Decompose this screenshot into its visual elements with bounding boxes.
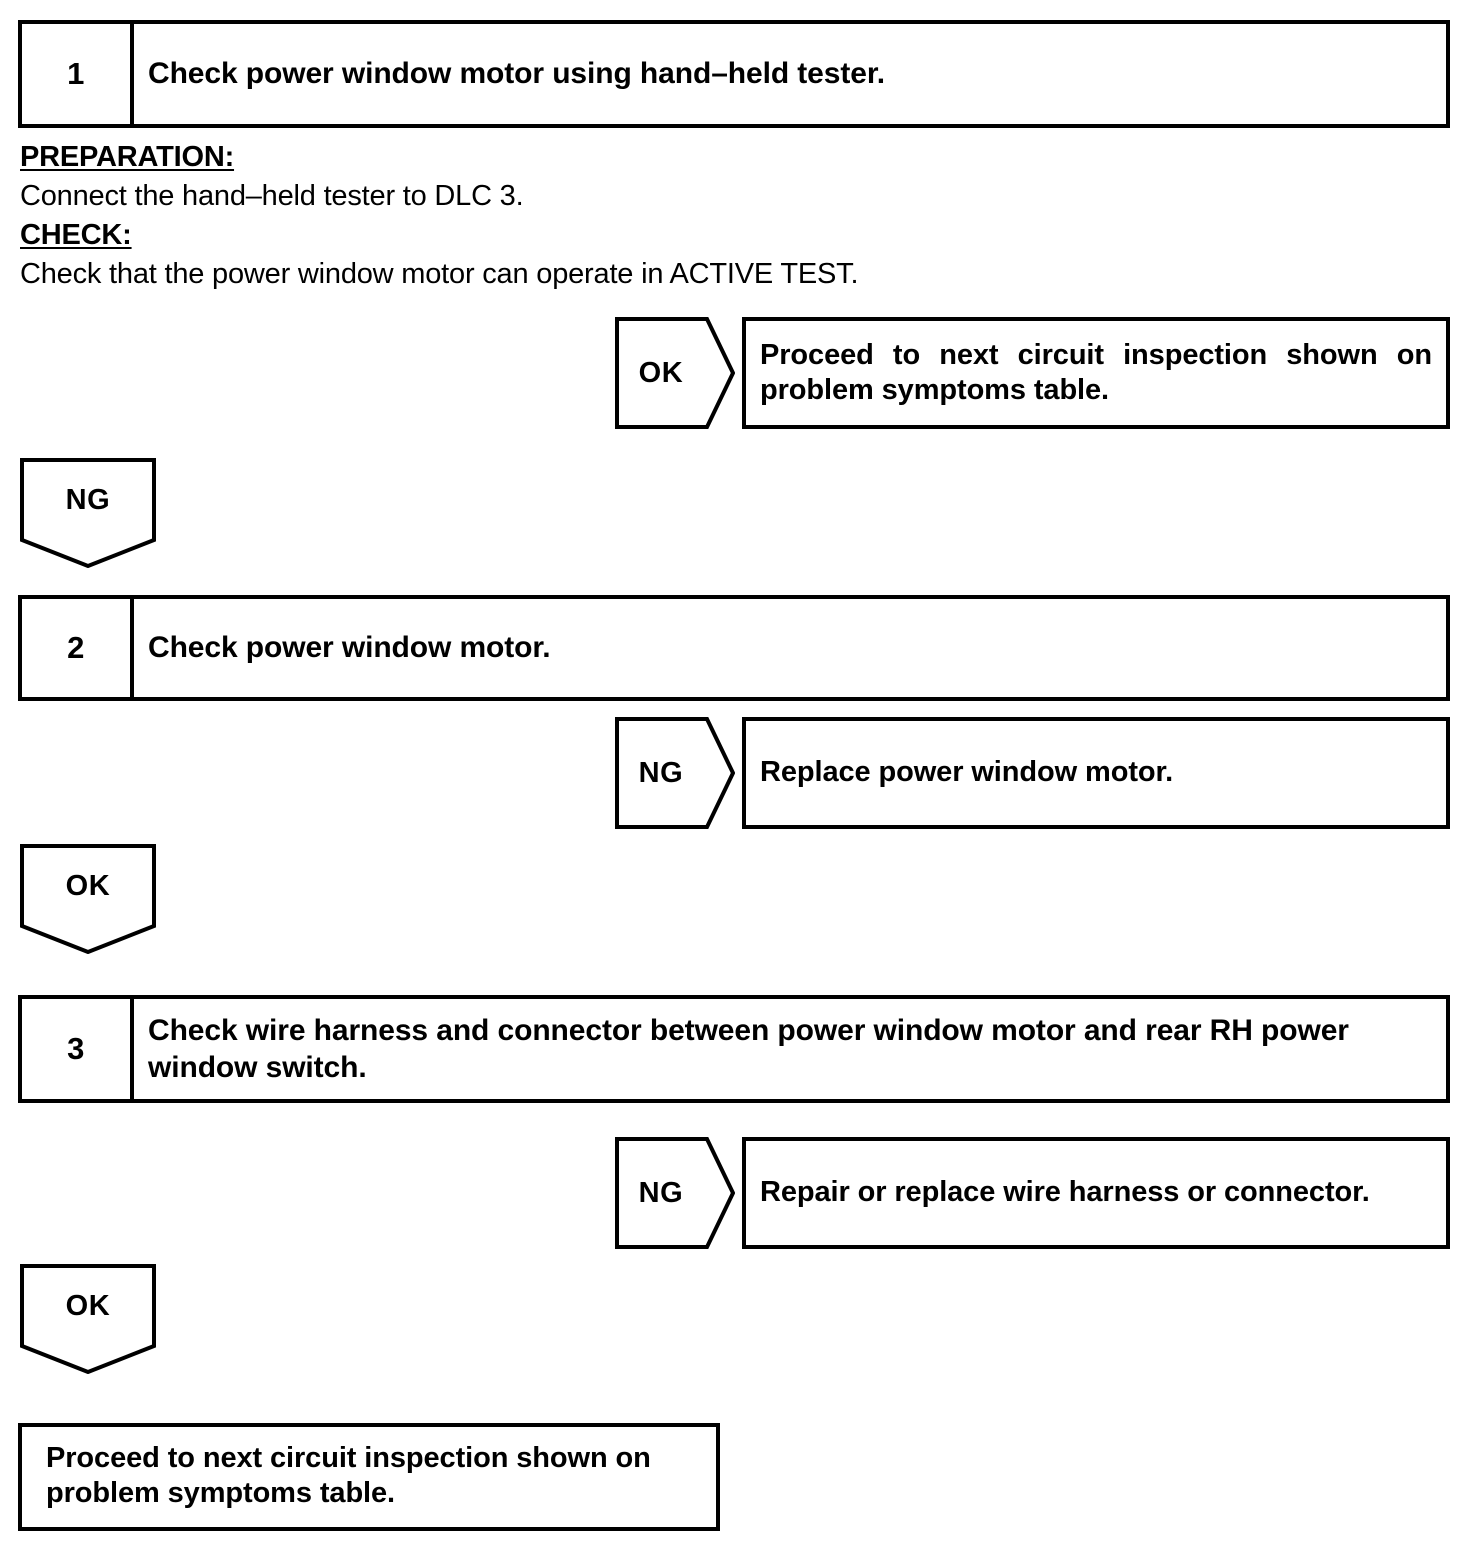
flow-arrow-ok-2: OK (20, 844, 156, 954)
judgement-result-box-1: Proceed to next circuit inspection shown… (742, 317, 1450, 429)
judgement-result-box-2: Replace power window motor. (742, 717, 1450, 829)
judgement-result-box-3: Repair or replace wire harness or connec… (742, 1137, 1450, 1249)
step-number-3: 3 (22, 999, 134, 1099)
step-number-1: 1 (22, 24, 134, 124)
flow-arrow-label-ng-1: NG (65, 483, 111, 516)
preparation-body: Connect the hand–held tester to DLC 3. (20, 179, 524, 212)
step-box-1: 1 Check power window motor using hand–he… (18, 20, 1450, 128)
step-box-2: 2 Check power window motor. (18, 595, 1450, 701)
judgement-result-text-3: Repair or replace wire harness or connec… (760, 1176, 1370, 1209)
check-body: Check that the power window motor can op… (20, 257, 859, 290)
preparation-heading: PREPARATION: (20, 141, 235, 173)
judgement-label-ng-3: NG (638, 1176, 684, 1209)
terminal-result-box: Proceed to next circuit inspection shown… (18, 1423, 720, 1531)
flow-arrow-ok-3: OK (20, 1264, 156, 1374)
flow-arrow-ng-1: NG (20, 458, 156, 568)
flow-arrow-label-ok-2: OK (65, 869, 111, 902)
judgement-label-ng-2: NG (638, 756, 684, 789)
step-instruction-2: Check power window motor. (148, 631, 551, 665)
judgement-arrow-ng-3: NG (615, 1137, 735, 1249)
judgement-arrow-ng-2: NG (615, 717, 735, 829)
judgement-row-3: NG Repair or replace wire harness or con… (0, 1137, 1472, 1249)
judgement-row-2: NG Replace power window motor. (0, 717, 1472, 829)
step-instruction-3: Check wire harness and connector between… (148, 1013, 1349, 1084)
judgement-result-text-1: Proceed to next circuit inspection shown… (760, 338, 1432, 406)
judgement-arrow-ok-1: OK (615, 317, 735, 429)
check-heading: CHECK: (20, 218, 132, 251)
preparation-check-block: PREPARATION: Connect the hand–held teste… (20, 138, 1220, 293)
flow-arrow-label-ok-3: OK (65, 1289, 111, 1322)
judgement-label-ok-1: OK (638, 356, 684, 389)
step-box-3: 3 Check wire harness and connector betwe… (18, 995, 1450, 1103)
terminal-result-text: Proceed to next circuit inspection shown… (46, 1442, 651, 1510)
step-instruction-1: Check power window motor using hand–held… (148, 57, 885, 91)
step-number-2: 2 (22, 599, 134, 697)
judgement-row-1: OK Proceed to next circuit inspection sh… (0, 317, 1472, 429)
judgement-result-text-2: Replace power window motor. (760, 756, 1174, 789)
